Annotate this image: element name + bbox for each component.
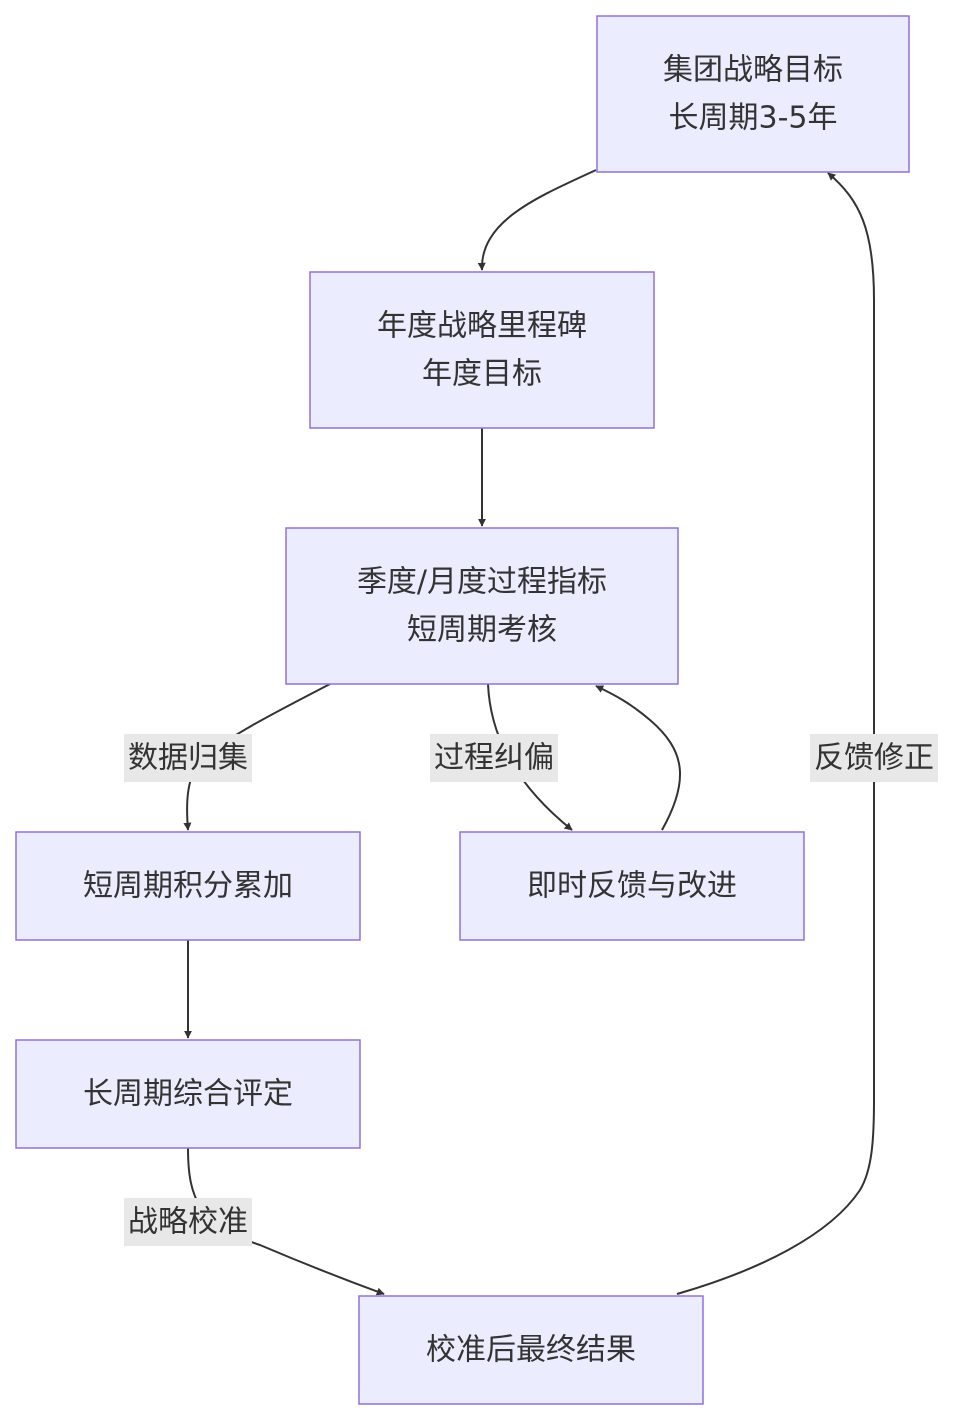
edge-label-feedback-correct: 反馈修正 — [810, 734, 938, 782]
node-process-metrics: 季度/月度过程指标 短周期考核 — [285, 527, 679, 685]
node-feedback-improve-text: 即时反馈与改进 — [527, 869, 737, 904]
edge-label-strategy-calibrate-text: 战略校准 — [128, 1205, 248, 1240]
node-group-goal-line1: 集团战略目标 — [663, 53, 843, 88]
node-score-accumulate-text: 短周期积分累加 — [83, 869, 293, 904]
node-feedback-improve: 即时反馈与改进 — [459, 831, 805, 941]
edge-feedback-to-process — [595, 685, 682, 831]
node-final-result: 校准后最终结果 — [358, 1295, 704, 1405]
edges — [183, 169, 875, 1296]
node-process-metrics-line2: 短周期考核 — [407, 613, 557, 648]
edge-evaluation-to-final — [187, 1147, 385, 1296]
edge-label-strategy-calibrate: 战略校准 — [124, 1198, 252, 1246]
edge-label-data-collect: 数据归集 — [124, 734, 252, 782]
node-final-result-text: 校准后最终结果 — [426, 1333, 636, 1368]
node-group-goal-line2: 长周期3-5年 — [669, 101, 838, 136]
edge-label-process-correct-text: 过程纠偏 — [434, 741, 554, 776]
edge-label-data-collect-text: 数据归集 — [128, 741, 248, 776]
node-process-metrics-line1: 季度/月度过程指标 — [357, 565, 607, 600]
node-annual-milestone-line2: 年度目标 — [422, 357, 542, 392]
node-score-accumulate: 短周期积分累加 — [15, 831, 361, 941]
node-long-evaluation-text: 长周期综合评定 — [83, 1077, 293, 1112]
node-group-goal: 集团战略目标 长周期3-5年 — [596, 15, 910, 173]
node-annual-milestone-line1: 年度战略里程碑 — [377, 309, 587, 344]
edge-label-process-correct: 过程纠偏 — [430, 734, 558, 782]
nodes: 集团战略目标 长周期3-5年 年度战略里程碑 年度目标 季度/月度过程指标 短周… — [15, 15, 910, 1405]
node-long-evaluation: 长周期综合评定 — [15, 1039, 361, 1149]
edge-group-to-annual — [477, 169, 597, 271]
edge-labels: 数据归集 过程纠偏 反馈修正 战略校准 — [124, 734, 938, 1246]
node-annual-milestone: 年度战略里程碑 年度目标 — [309, 271, 655, 429]
edge-label-feedback-correct-text: 反馈修正 — [814, 741, 934, 776]
edge-final-to-group — [676, 172, 875, 1295]
